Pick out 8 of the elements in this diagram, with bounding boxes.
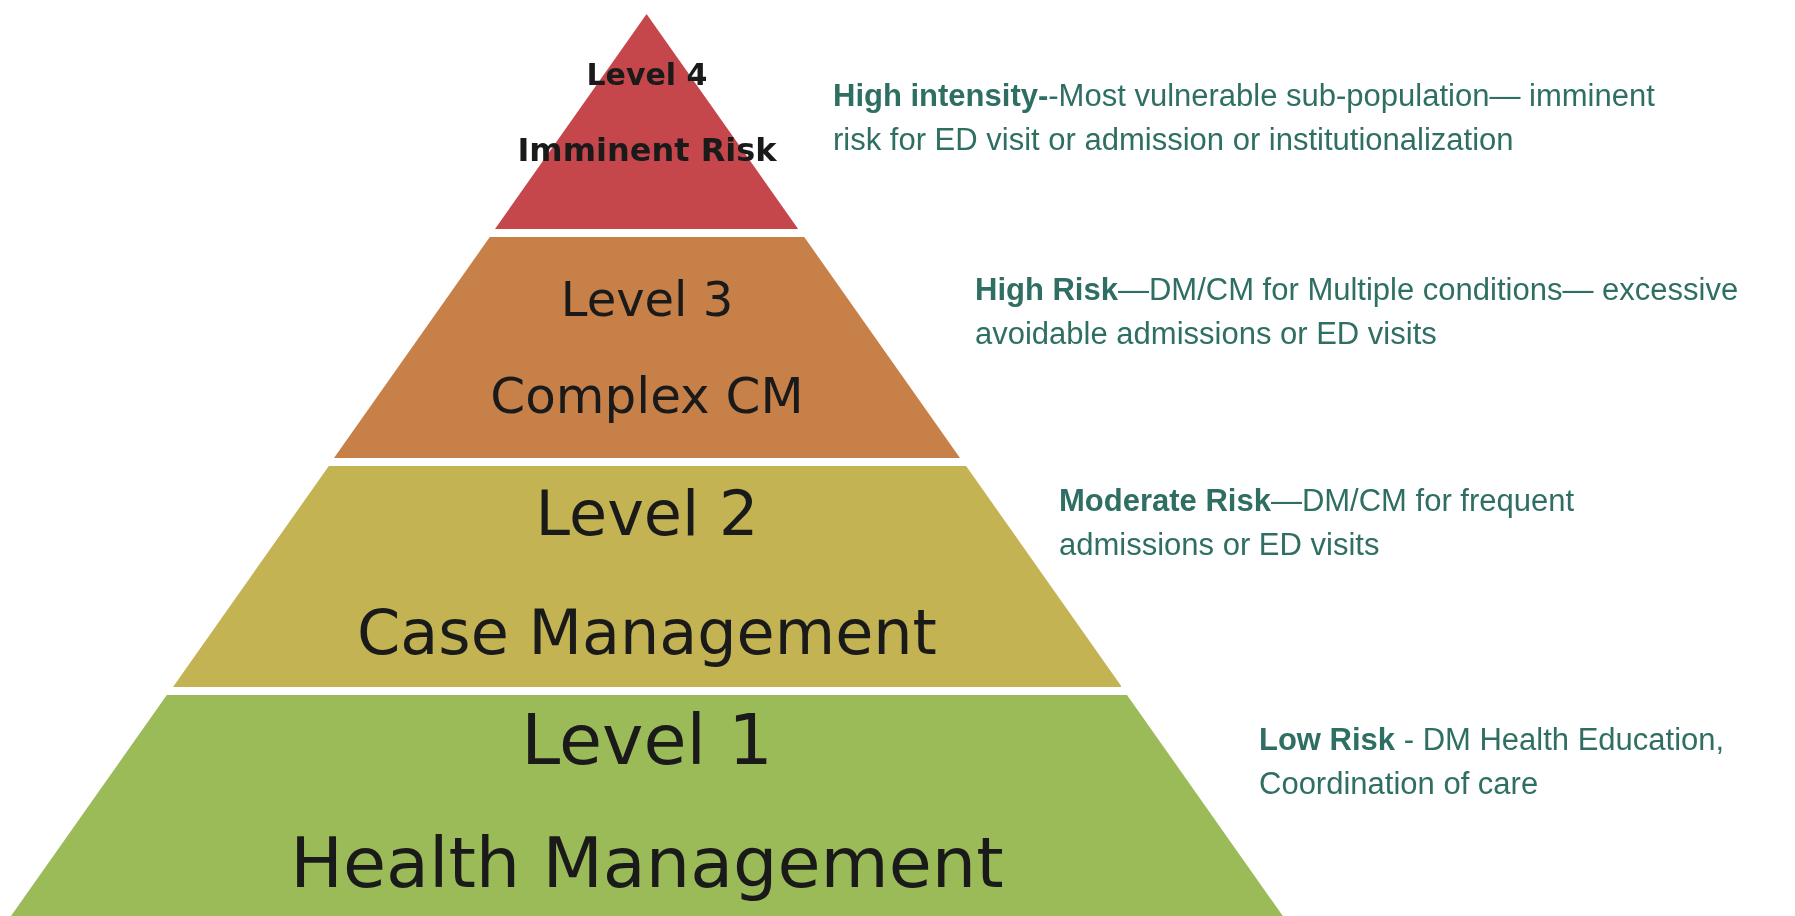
risk-description: Low Risk - DM Health Education, Coordination of care <box>1259 721 1726 803</box>
risk-description: High intensity--Most vulnerable sub-population— imminent risk for ED visit or admission or institutionalization <box>833 77 1656 159</box>
tier-label: Complex CM <box>490 371 804 421</box>
level-label: Level 1 <box>521 705 773 775</box>
risk-description: Moderate Risk—DM/CM for frequent admissions or ED visits <box>1059 482 1576 564</box>
risk-description: High Risk—DM/CM for Multiple conditions— excessive avoidable admissions or ED visits <box>975 271 1740 353</box>
level-label: Level 2 <box>535 483 759 545</box>
level-label: Level 3 <box>560 275 734 323</box>
